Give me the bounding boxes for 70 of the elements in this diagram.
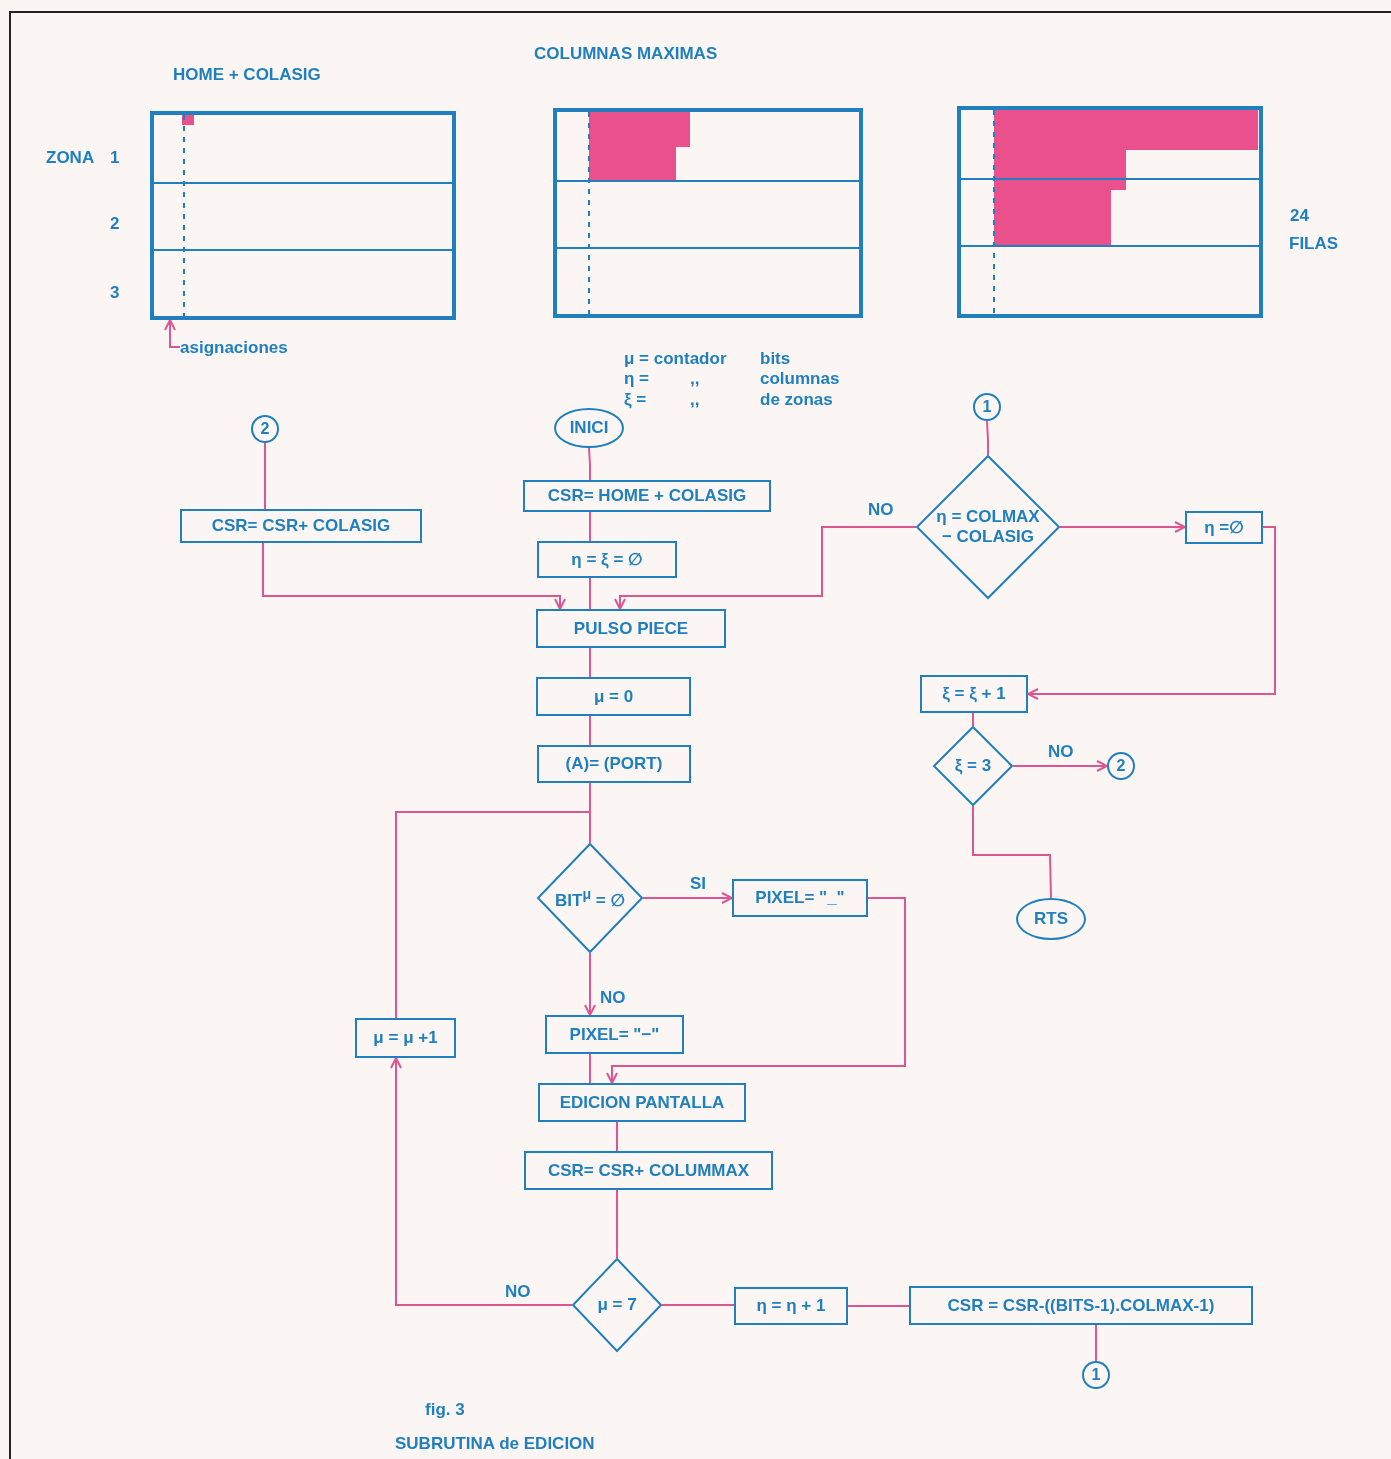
connector-line	[986, 420, 989, 456]
process-box: PIXEL= "_"	[732, 879, 868, 917]
label-text: bits	[760, 349, 791, 369]
label-text: FILAS	[1289, 234, 1339, 254]
connector-line	[264, 442, 266, 510]
connector-line	[589, 1053, 591, 1084]
connector-circle: 2	[251, 415, 279, 443]
arrow	[584, 952, 596, 1016]
connector-line	[847, 1305, 910, 1307]
callout-text: asignaciones	[180, 336, 310, 360]
label-text: 24	[1290, 206, 1309, 226]
connector-line	[588, 447, 591, 481]
arrow	[1012, 760, 1108, 772]
connector-line	[395, 811, 591, 1019]
label-text: de zonas	[760, 390, 833, 410]
label-text: ,,	[690, 369, 700, 389]
process-box: η = ξ = ∅	[537, 541, 677, 578]
decision-diamond: μ = 7	[572, 1258, 662, 1352]
label-text: ξ =	[624, 390, 647, 410]
label-text: η =	[624, 369, 650, 389]
process-box: η = η + 1	[734, 1287, 848, 1325]
label-text: ,,	[690, 390, 700, 410]
label-text: columnas	[760, 369, 840, 389]
arrow	[1059, 521, 1186, 533]
arrow	[262, 542, 566, 610]
label-text: 2	[110, 214, 120, 234]
label-text: COLUMNAS MAXIMAS	[534, 44, 718, 64]
terminal-oval: RTS	[1016, 898, 1086, 940]
process-box: η =∅	[1185, 511, 1263, 544]
arrow	[164, 319, 181, 348]
arrow	[390, 1057, 573, 1306]
process-box: CSR= CSR+ COLASIG	[180, 509, 422, 543]
decision-diamond: η = COLMAX − COLASIG	[916, 455, 1060, 599]
connector-line	[589, 511, 591, 542]
decision-diamond: BIT$^{μ}$ = ∅	[537, 843, 643, 953]
process-box: μ = μ +1	[355, 1018, 456, 1058]
connector-line	[661, 1304, 735, 1306]
connector-circle: 1	[1082, 1361, 1110, 1389]
connector-line	[616, 1189, 618, 1259]
connector-line	[616, 1121, 618, 1152]
connector-line	[972, 805, 1052, 899]
arrow	[614, 526, 917, 610]
process-box: CSR = CSR-((BITS-1).COLMAX-1)	[909, 1286, 1253, 1325]
caption: SUBRUTINA de EDICION	[395, 1434, 595, 1454]
process-box: PIXEL= "−"	[545, 1015, 684, 1054]
arrow	[642, 892, 733, 904]
terminal-oval: INICI	[554, 408, 624, 448]
process-box: CSR= HOME + COLASIG	[523, 480, 771, 512]
process-box: (A)= (PORT)	[537, 745, 691, 783]
connector-line	[972, 712, 974, 727]
process-box: CSR= CSR+ COLUMMAX	[524, 1151, 773, 1190]
decision-diamond: ξ = 3	[933, 726, 1013, 806]
connector-line	[589, 715, 591, 746]
process-box: EDICION PANTALLA	[538, 1083, 746, 1122]
arrow	[606, 897, 906, 1084]
label-text: ZONA	[46, 148, 95, 168]
label-text: fig. 3	[425, 1400, 465, 1420]
label-text: HOME + COLASIG	[173, 65, 321, 85]
label-text: 3	[110, 283, 120, 303]
label-text: 1	[110, 148, 120, 168]
process-box: μ = 0	[536, 677, 691, 716]
connector-line	[1095, 1324, 1097, 1362]
process-box: PULSO PIECE	[536, 609, 726, 648]
label-text: μ = contador	[624, 349, 727, 369]
connector-circle: 1	[973, 393, 1001, 421]
process-box: ξ = ξ + 1	[920, 675, 1028, 713]
connector-circle: 2	[1107, 752, 1135, 780]
connector-line	[589, 577, 591, 610]
arrow	[1027, 526, 1276, 700]
connector-line	[589, 647, 591, 678]
